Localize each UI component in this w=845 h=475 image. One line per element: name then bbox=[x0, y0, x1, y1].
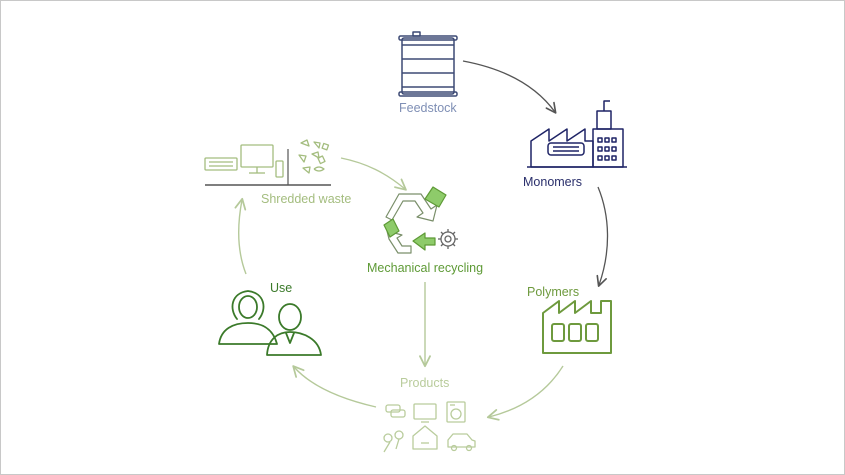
use-label: Use bbox=[270, 281, 293, 295]
edge-polymers-products bbox=[486, 365, 564, 421]
product-items-icon bbox=[385, 404, 406, 418]
barrel-icon bbox=[398, 31, 458, 97]
woman-icon bbox=[218, 290, 278, 345]
shredded-waste-icon bbox=[204, 139, 331, 186]
edge-feedstock-monomers bbox=[462, 60, 557, 114]
people-icon bbox=[218, 290, 322, 356]
man-icon bbox=[266, 303, 322, 356]
keyboard-icon bbox=[204, 157, 238, 171]
products-icon bbox=[383, 401, 476, 453]
recycling-icon bbox=[383, 186, 458, 254]
washing-machine-icon bbox=[446, 401, 466, 423]
mechanical-recycling-label: Mechanical recycling bbox=[367, 261, 484, 275]
gear-icon bbox=[438, 229, 458, 249]
fragments-icon bbox=[298, 139, 330, 174]
house-icon bbox=[412, 425, 438, 450]
polymers-label: Polymers bbox=[527, 285, 580, 299]
edge-use-shredded bbox=[234, 197, 247, 275]
mouse-icon bbox=[275, 160, 284, 178]
edge-monomers-polymers bbox=[596, 186, 609, 287]
monomers-label: Monomers bbox=[523, 175, 583, 189]
monitor-icon bbox=[413, 403, 437, 423]
keys-icon bbox=[383, 430, 404, 453]
chemical-plant-icon bbox=[527, 100, 627, 168]
factory-icon bbox=[542, 300, 612, 354]
shredded-waste-label: Shredded waste bbox=[261, 192, 352, 206]
feedstock-label: Feedstock bbox=[399, 101, 457, 115]
edge-shredded-mechanical bbox=[340, 157, 407, 191]
edge-products-use bbox=[292, 365, 377, 408]
car-icon bbox=[447, 433, 476, 452]
computer-monitor-icon bbox=[240, 144, 274, 174]
products-label: Products bbox=[400, 376, 450, 390]
